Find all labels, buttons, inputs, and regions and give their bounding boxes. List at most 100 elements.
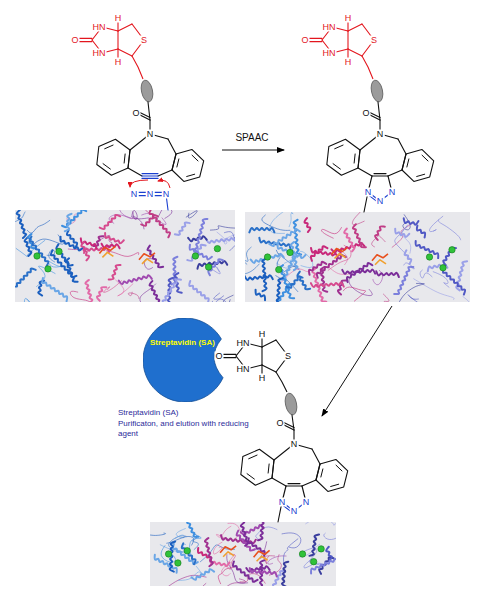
protein-helix	[97, 287, 106, 301]
linker-ellipse	[283, 392, 298, 416]
protein-helix	[182, 543, 196, 564]
atom-label: HN	[236, 365, 251, 374]
benzene-ring	[316, 459, 348, 491]
protein-loop	[324, 527, 336, 539]
protein-loop	[245, 247, 251, 265]
metal-sphere	[426, 254, 432, 260]
alkyne-bond	[142, 178, 158, 179]
protein-helix	[276, 278, 283, 302]
protein-helix	[175, 223, 190, 235]
bond-line	[347, 22, 348, 31]
protein-panel	[15, 210, 235, 302]
protein-helix	[189, 281, 208, 302]
protein-helix	[17, 210, 27, 238]
atom-label: O	[361, 109, 370, 118]
cofactor-stick	[142, 259, 153, 264]
protein-helix	[119, 275, 152, 284]
alkyl-chain	[276, 372, 287, 392]
protein-helix	[163, 279, 181, 302]
protein-loop	[24, 298, 31, 302]
protein-helix	[311, 559, 336, 574]
bond-line	[78, 41, 92, 42]
bond-line	[302, 480, 316, 486]
protein-helix	[250, 568, 277, 576]
bond-line	[398, 139, 406, 154]
bond-line	[78, 38, 92, 39]
metal-sphere	[45, 266, 51, 272]
bond-line	[388, 170, 402, 176]
metal-sphere	[276, 266, 282, 272]
protein-helix	[191, 569, 214, 580]
atom-label: H	[114, 14, 123, 23]
protein-loop	[395, 225, 410, 258]
protein-helix	[155, 555, 177, 573]
alkyne-bond	[142, 173, 158, 174]
bond-line	[312, 449, 320, 464]
bond-line	[158, 170, 172, 176]
bond-line	[288, 483, 300, 484]
bond-line	[222, 354, 236, 355]
atom-label: HN	[322, 49, 337, 58]
bond-line	[308, 41, 322, 42]
atom-label: N	[364, 188, 373, 197]
metal-sphere	[299, 551, 305, 557]
protein-loop	[352, 212, 364, 225]
aromatic-bond	[187, 174, 195, 176]
protein-helix	[311, 283, 344, 288]
protein-loop	[284, 539, 299, 564]
protein-helix	[262, 258, 266, 291]
bond-line	[348, 24, 362, 31]
atom-label: N	[376, 197, 385, 206]
atom-label: S	[140, 36, 148, 45]
alkyl-chain	[132, 56, 143, 79]
protein-helix	[309, 262, 326, 275]
protein-helix	[405, 250, 412, 264]
protein-loop	[463, 296, 470, 302]
protein-helix	[187, 522, 198, 537]
atom-label: N	[290, 507, 299, 516]
metal-sphere	[192, 253, 198, 259]
cofactor-stick	[102, 252, 113, 257]
metal-sphere	[310, 558, 316, 564]
alkyne-bond	[142, 175, 158, 176]
bond-line	[308, 38, 322, 39]
protein-loop	[27, 220, 50, 233]
bond-line	[286, 485, 302, 486]
atom-label: H	[344, 58, 353, 67]
benzene-ring	[172, 149, 204, 181]
atom-label: N	[302, 498, 311, 507]
aromatic-bond	[422, 155, 428, 161]
protein-loop	[214, 293, 230, 302]
protein-loop	[438, 219, 460, 240]
bond-line	[222, 357, 236, 358]
protein-loop	[286, 212, 294, 227]
atom-label: H	[258, 374, 267, 383]
protein-helix	[67, 230, 77, 247]
protein-helix	[395, 229, 409, 237]
aromatic-bond	[417, 174, 425, 176]
atom-label: N	[162, 190, 171, 199]
aromatic-bond	[268, 464, 269, 473]
benzene-ring	[97, 139, 130, 175]
atom-label: O	[70, 36, 79, 45]
metal-sphere	[205, 264, 211, 270]
bond-line	[374, 173, 386, 174]
atom-label: S	[284, 352, 292, 361]
bond-line	[348, 49, 362, 56]
metal-sphere	[264, 254, 270, 260]
bond-line	[262, 365, 276, 372]
atom-label: H	[258, 330, 267, 339]
protein-helix	[309, 535, 319, 556]
bond-line	[261, 347, 262, 365]
atom-label: HN	[92, 23, 107, 32]
atom-label: O	[300, 36, 309, 45]
benzene-ring	[402, 149, 434, 181]
protein-helix	[149, 210, 170, 237]
metal-sphere	[165, 551, 171, 557]
protein-loop	[282, 533, 301, 548]
linker-ellipse	[369, 79, 384, 103]
aromatic-bond	[354, 154, 355, 163]
protein-helix	[286, 276, 302, 287]
